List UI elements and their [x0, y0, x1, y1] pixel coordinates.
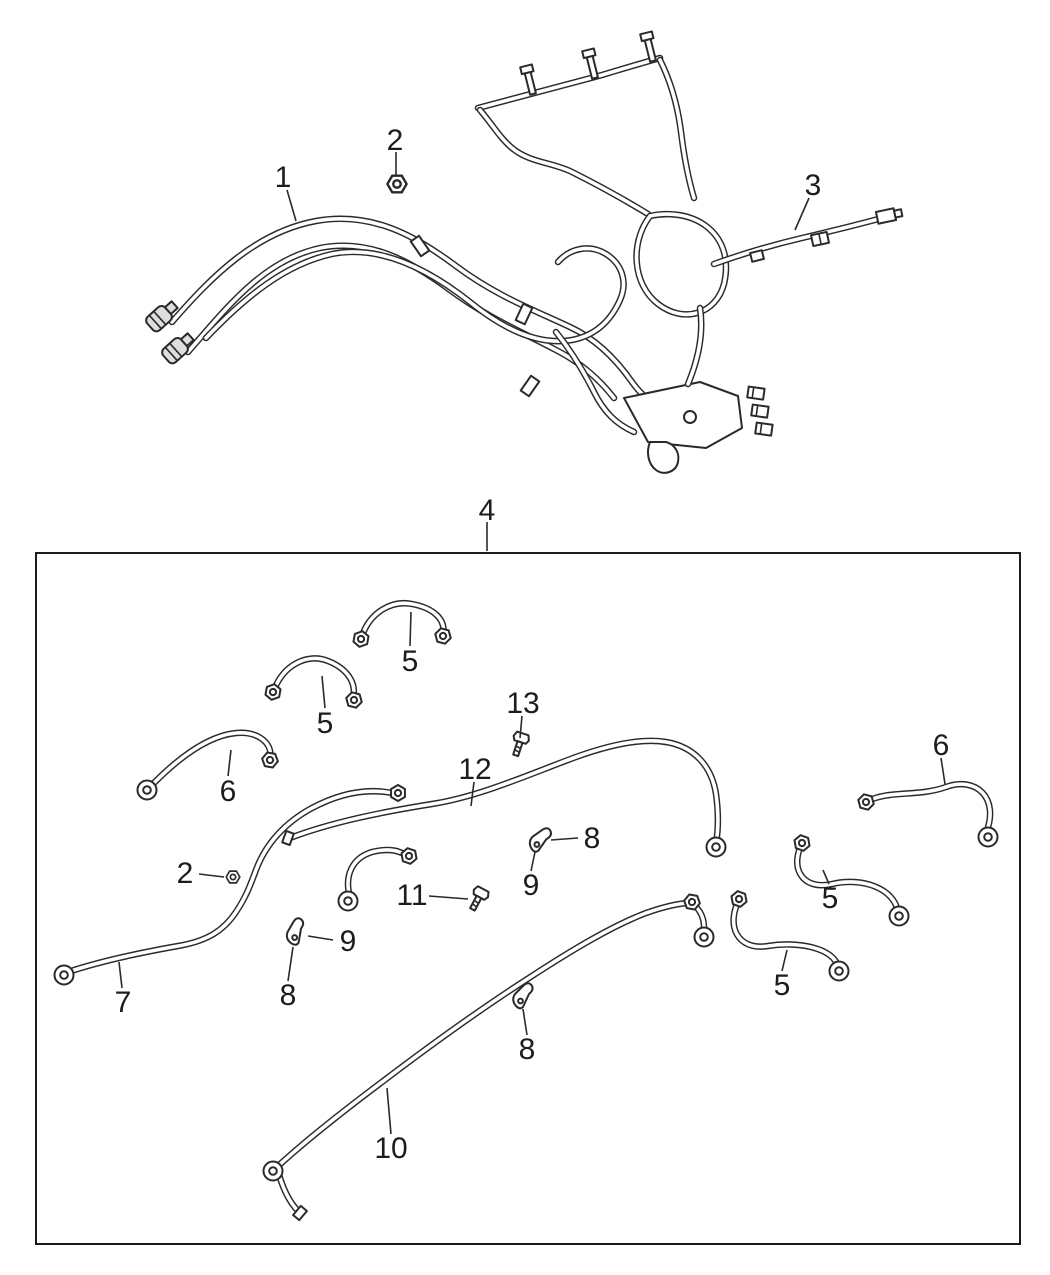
part-10-fuel-line	[262, 892, 715, 1222]
part-6-injector-pipe	[855, 784, 999, 848]
callout-part-5-b: 5	[317, 707, 334, 740]
callout-part-10: 10	[374, 1132, 407, 1165]
end-connector	[874, 207, 904, 225]
callout-labels: 1 2 3 4 5 5 6 13 12 6 8 2 9 11 5 9 8 7 5…	[115, 124, 950, 1165]
part-8-clip	[281, 916, 310, 948]
callout-part-6-right: 6	[933, 729, 950, 762]
pipe-nut	[259, 750, 281, 770]
callout-leader-lines	[118, 152, 946, 1135]
connector-stud	[750, 403, 770, 419]
banjo-ring-fitting	[136, 779, 158, 801]
banjo-ring-fitting	[888, 905, 910, 927]
bracket-lower-lobe	[647, 441, 680, 474]
connector-stud	[746, 385, 766, 401]
callout-part-2-top: 2	[387, 124, 404, 157]
part-12-fuel-line	[281, 741, 727, 858]
line-end-cap	[281, 829, 295, 847]
pipe-nut	[432, 626, 454, 646]
callout-part-5-a: 5	[402, 645, 419, 678]
tube-clamp	[519, 374, 541, 398]
pipe-nut	[350, 628, 372, 650]
pipe-nut	[386, 782, 410, 804]
banjo-ring-fitting	[53, 964, 75, 986]
part-5-injector-pipe	[262, 658, 365, 710]
panel-contents	[53, 603, 999, 1222]
callout-part-9-a: 9	[523, 869, 540, 902]
callout-part-5-c: 5	[822, 882, 839, 915]
part-13-bolt	[507, 729, 532, 759]
callout-part-6-left: 6	[220, 775, 237, 808]
rail-port	[581, 47, 602, 81]
part-11-bolt	[464, 884, 492, 915]
callout-part-11: 11	[396, 879, 427, 912]
line-end-cap	[292, 1204, 308, 1222]
part-2-hex-nut-panel	[225, 870, 241, 884]
pipe-nut	[791, 832, 813, 854]
callout-part-7: 7	[115, 986, 132, 1019]
callout-part-1: 1	[275, 161, 292, 194]
inline-union-fitting	[749, 249, 765, 263]
part-1-fuel-supply-tube-bundle	[143, 219, 774, 474]
pipe-nut	[343, 690, 365, 710]
tube-clamp	[514, 302, 534, 326]
banjo-ring-fitting	[705, 836, 727, 858]
part-5-injector-pipe	[350, 603, 454, 650]
part-6-injector-pipe	[136, 733, 281, 801]
part-2-hex-nut	[386, 174, 408, 194]
tube-clamp	[409, 234, 431, 258]
callout-part-8-a: 8	[584, 822, 601, 855]
pipe-nut	[397, 844, 421, 868]
callout-part-2-panel: 2	[177, 857, 194, 890]
mounting-bracket	[623, 381, 743, 449]
callout-part-3: 3	[805, 169, 822, 202]
rail-port	[639, 30, 660, 64]
callout-part-13: 13	[506, 687, 539, 720]
callout-part-5-d: 5	[774, 969, 791, 1002]
part-8-clip	[527, 824, 553, 855]
banjo-ring-fitting	[262, 1160, 284, 1182]
banjo-ring-fitting	[977, 826, 999, 848]
banjo-ring-fitting	[828, 960, 850, 982]
bracket-hole	[683, 410, 697, 424]
callout-part-8-b: 8	[280, 979, 297, 1012]
pipe-nut	[262, 681, 284, 703]
callout-part-8-c: 8	[519, 1033, 536, 1066]
banjo-ring-fitting	[693, 926, 715, 948]
pipe-nut	[728, 888, 750, 910]
part-5-injector-pipe	[791, 832, 910, 927]
part-3-fuel-line-and-rail	[478, 30, 904, 384]
connector-stud	[754, 421, 774, 437]
callout-part-9-b: 9	[340, 925, 357, 958]
banjo-ring-fitting	[337, 890, 359, 912]
inline-union-fitting	[810, 230, 830, 248]
callout-part-12: 12	[458, 753, 491, 786]
rail-port	[519, 63, 540, 97]
callout-part-4: 4	[479, 494, 496, 527]
detail-panel-border	[35, 552, 1021, 1245]
